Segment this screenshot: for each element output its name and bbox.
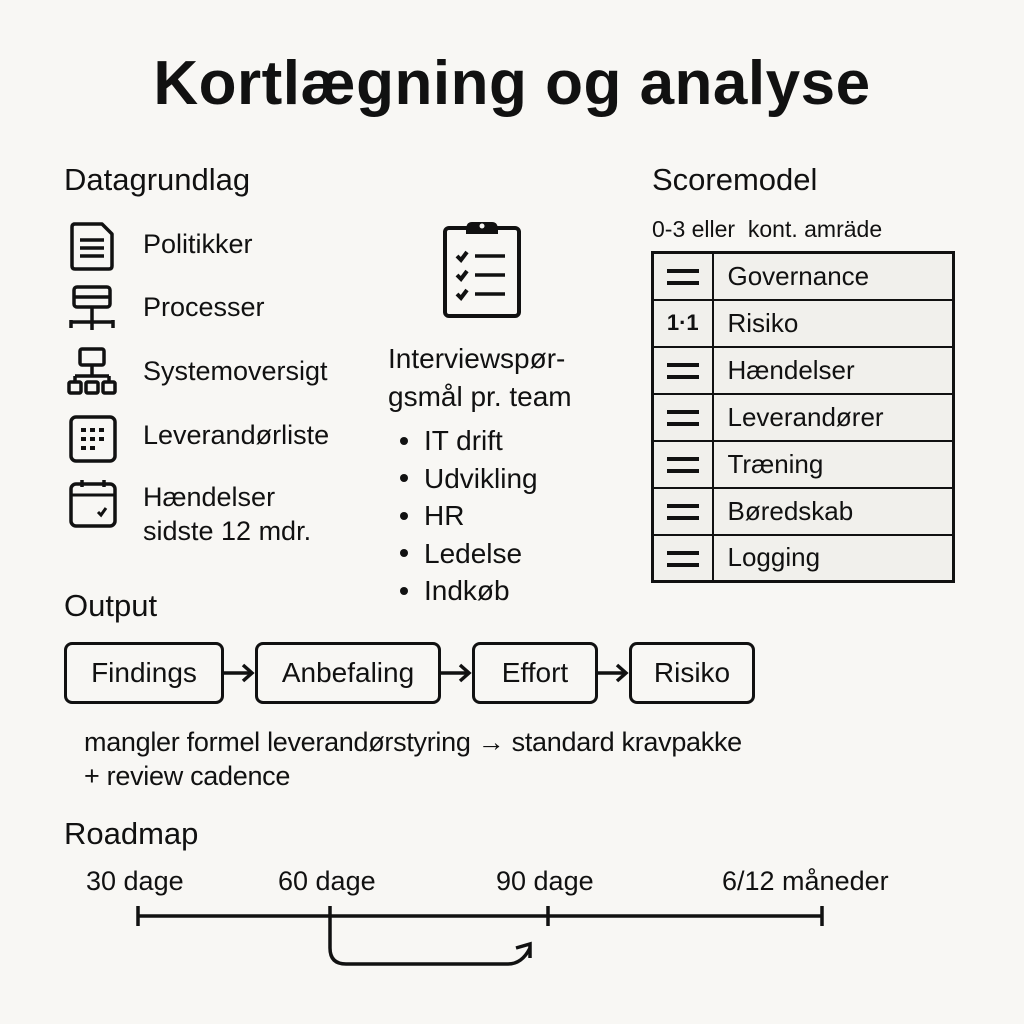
score-value: 1·1 [651, 298, 714, 348]
flow-step-effort: Effort [472, 642, 598, 704]
datagrundlag-item-systemoversigt: Systemoversigt [143, 356, 328, 386]
list-item: Udvikling [396, 460, 538, 498]
equals-icon [651, 439, 714, 489]
interview-heading: Interviewspør- gsmål pr. team [388, 343, 572, 412]
milestone-30: 30 dage [86, 866, 184, 896]
datagrundlag-item-processer: Processer [143, 292, 265, 322]
hierarchy-icon [66, 346, 118, 398]
list-item: HR [396, 497, 538, 535]
arrow-right-icon [598, 661, 630, 685]
output-heading: Output [64, 588, 158, 623]
output-note: mangler formel leverandørstyring → stand… [84, 727, 742, 791]
team-list: IT drift Udvikling HR Ledelse Indkøb [396, 422, 538, 610]
scoremodel-heading: Scoremodel [652, 162, 818, 197]
flow-step-anbefaling: Anbefaling [255, 642, 441, 704]
arrow-right-icon [441, 661, 473, 685]
datagrundlag-heading: Datagrundlag [64, 162, 251, 197]
process-icon [66, 284, 118, 336]
table-row: Logging [651, 533, 955, 583]
document-icon [66, 220, 118, 272]
datagrundlag-item-leverandorliste: Leverandørliste [143, 420, 330, 450]
bullet-icon [400, 511, 408, 520]
roadmap-timeline [130, 900, 830, 970]
table-row: Leverandører [651, 392, 955, 442]
list-item: Indkøb [396, 572, 538, 610]
calendar-check-icon [68, 478, 120, 530]
arrow-right-icon [224, 661, 256, 685]
clipboard-checklist-icon [442, 218, 522, 318]
grid-list-icon [68, 414, 120, 466]
bullet-icon [400, 436, 408, 445]
scoremodel-subtitle: 0-3 eller kont. amräde [652, 216, 883, 242]
milestone-90: 90 dage [496, 866, 594, 896]
flow-step-risiko: Risiko [629, 642, 755, 704]
page-title: Kortlægning og analyse [153, 49, 871, 118]
milestone-60: 60 dage [278, 866, 376, 896]
flow-step-findings: Findings [64, 642, 224, 704]
equals-icon [651, 486, 714, 536]
list-item: Ledelse [396, 535, 538, 573]
milestone-6-12: 6/12 måneder [722, 866, 889, 896]
list-item: IT drift [396, 422, 538, 460]
equals-icon [651, 251, 714, 301]
table-row: Børedskab [651, 486, 955, 536]
equals-icon [651, 345, 714, 395]
table-row: Træning [651, 439, 955, 489]
bullet-icon [400, 474, 408, 483]
datagrundlag-item-politikker: Politikker [143, 229, 253, 259]
bullet-icon [400, 586, 408, 595]
equals-icon [651, 533, 714, 583]
equals-icon [651, 392, 714, 442]
table-row: Governance [651, 251, 955, 301]
table-row: Hændelser [651, 345, 955, 395]
bullet-icon [400, 549, 408, 558]
datagrundlag-item-haendelser: Hændelser sidste 12 mdr. [143, 482, 312, 546]
roadmap-heading: Roadmap [64, 816, 199, 851]
